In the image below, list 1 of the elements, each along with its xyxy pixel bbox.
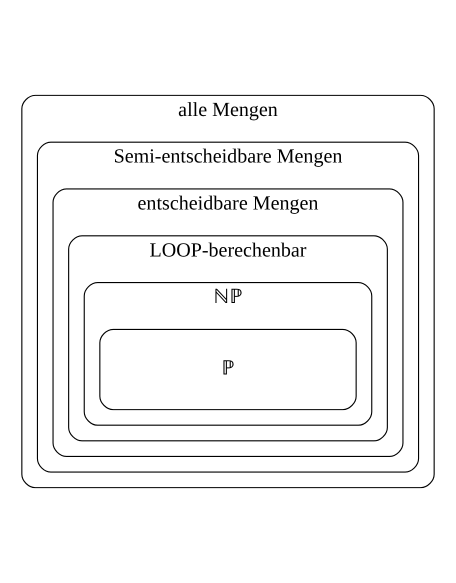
- node-box: ℙ: [99, 328, 357, 410]
